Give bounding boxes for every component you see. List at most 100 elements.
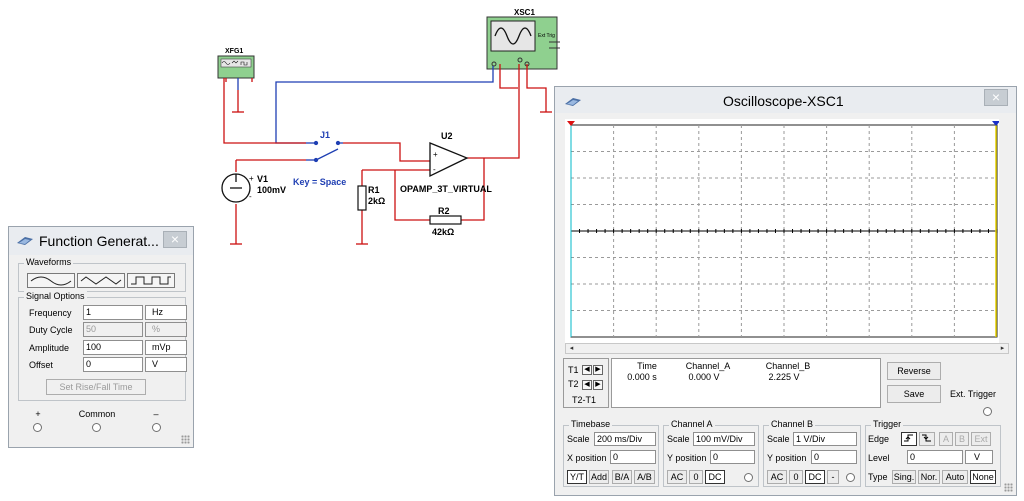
channel-a-dc-button[interactable]: DC xyxy=(705,470,725,484)
u2-opamp[interactable]: + - xyxy=(429,142,469,178)
amplitude-input[interactable]: 100 xyxy=(83,340,143,355)
trigger-single-button[interactable]: Sing. xyxy=(892,470,916,484)
channel-b-ypos-input[interactable]: 0 xyxy=(811,450,857,464)
channel-b-group: Channel B xyxy=(763,419,861,487)
x-position-input[interactable]: 0 xyxy=(610,450,656,464)
waveforms-legend: Waveforms xyxy=(24,257,74,267)
frequency-label: Frequency xyxy=(29,308,72,318)
reverse-button[interactable]: Reverse xyxy=(887,362,941,380)
common-terminal-radio[interactable] xyxy=(92,423,101,432)
trigger-edge-label: Edge xyxy=(868,434,890,444)
r2-resistor[interactable] xyxy=(429,215,462,225)
channel-b-ypos-label: Y position xyxy=(767,453,807,463)
channel-a-zero-button[interactable]: 0 xyxy=(689,470,703,484)
oscilloscope-display[interactable] xyxy=(565,119,1000,343)
set-rise-fall-time-button[interactable]: Set Rise/Fall Time xyxy=(46,379,146,395)
t1-left-arrow[interactable]: ◀ xyxy=(582,365,592,375)
xsc1-label: XSC1 xyxy=(514,8,535,17)
osc-title-bar[interactable]: Oscilloscope-XSC1 × xyxy=(555,87,1016,113)
x-position-label: X position xyxy=(567,453,607,463)
trigger-source-ext-button[interactable]: Ext xyxy=(971,432,991,446)
oscilloscope-window[interactable]: Oscilloscope-XSC1 × ◂ ▸ T1 ◀ ▶ T2 ◀ ▶ T2… xyxy=(554,86,1017,496)
channel-b-terminal[interactable] xyxy=(846,473,855,482)
channel-a-scale-label: Scale xyxy=(667,434,690,444)
offset-unit-select[interactable]: V xyxy=(145,357,187,372)
fg-title-bar[interactable]: Function Generat... × xyxy=(9,227,193,255)
display-horizontal-scrollbar[interactable]: ◂ ▸ xyxy=(565,343,1009,354)
save-button[interactable]: Save xyxy=(887,385,941,403)
offset-input[interactable]: 0 xyxy=(83,357,143,372)
osc-close-button[interactable]: × xyxy=(984,89,1008,106)
cursor-t2-marker[interactable] xyxy=(992,121,1000,126)
square-wave-button[interactable] xyxy=(127,273,175,288)
channel-b-minus-button[interactable]: - xyxy=(827,470,839,484)
ext-trigger-label: Ext. Trigger xyxy=(950,389,997,399)
trigger-level-input[interactable]: 0 xyxy=(907,450,963,464)
resize-grip[interactable] xyxy=(1004,483,1013,492)
t1-right-arrow[interactable]: ▶ xyxy=(593,365,603,375)
channel-a-ac-button[interactable]: AC xyxy=(667,470,687,484)
ba-mode-button[interactable]: B/A xyxy=(612,470,632,484)
v1-source[interactable]: + - xyxy=(221,173,254,203)
sine-wave-icon xyxy=(30,276,72,286)
trigger-auto-button[interactable]: Auto xyxy=(942,470,968,484)
ext-trigger-terminal[interactable] xyxy=(983,407,992,416)
yt-mode-button[interactable]: Y/T xyxy=(567,470,587,484)
xfg1-label: XFG1 xyxy=(225,48,243,55)
channel-b-dc-button[interactable]: DC xyxy=(805,470,825,484)
schematic-canvas[interactable]: XSC1 Ext Trig XFG1 xyxy=(0,0,560,270)
readout-time-value: 0.000 s xyxy=(627,372,657,382)
channel-b-ac-button[interactable]: AC xyxy=(767,470,787,484)
t2-t1-label: T2-T1 xyxy=(572,395,597,405)
t2-left-arrow[interactable]: ◀ xyxy=(582,380,592,390)
svg-text:-: - xyxy=(249,192,252,201)
fg-close-button[interactable]: × xyxy=(163,231,187,248)
channel-a-terminal[interactable] xyxy=(744,473,753,482)
rising-edge-button[interactable] xyxy=(901,432,917,446)
trigger-level-unit[interactable]: V xyxy=(965,450,993,464)
trigger-legend: Trigger xyxy=(871,419,904,429)
trigger-source-a-button[interactable]: A xyxy=(939,432,953,446)
trigger-normal-button[interactable]: Nor. xyxy=(918,470,940,484)
xfg1-instrument[interactable] xyxy=(217,55,255,79)
j1-switch[interactable] xyxy=(306,140,343,163)
ground-symbols xyxy=(230,111,552,245)
channel-b-zero-button[interactable]: 0 xyxy=(789,470,803,484)
resize-grip[interactable] xyxy=(181,435,190,444)
frequency-input[interactable]: 1 xyxy=(83,305,143,320)
frequency-unit-select[interactable]: Hz xyxy=(145,305,187,320)
function-generator-window[interactable]: Function Generat... × Waveforms Signal O… xyxy=(8,226,194,448)
add-mode-button[interactable]: Add xyxy=(589,470,609,484)
channel-b-legend: Channel B xyxy=(769,419,816,429)
timebase-scale-input[interactable]: 200 ms/Div xyxy=(594,432,656,446)
v1-value: 100mV xyxy=(257,185,286,195)
amplitude-unit-select[interactable]: mVp xyxy=(145,340,187,355)
center-axis-ticks xyxy=(570,229,998,233)
t2-right-arrow[interactable]: ▶ xyxy=(593,380,603,390)
scroll-left-arrow[interactable]: ◂ xyxy=(569,345,574,352)
ext-trig-label: Ext Trig xyxy=(538,33,555,39)
trigger-source-b-button[interactable]: B xyxy=(955,432,969,446)
trigger-none-button[interactable]: None xyxy=(970,470,996,484)
minus-terminal-label: – xyxy=(153,409,159,419)
t1-label: T1 xyxy=(568,365,579,375)
ab-mode-button[interactable]: A/B xyxy=(634,470,655,484)
sine-wave-button[interactable] xyxy=(27,273,75,288)
plus-terminal-radio[interactable] xyxy=(33,423,42,432)
channel-b-scale-input[interactable]: 1 V/Div xyxy=(793,432,857,446)
amplitude-label: Amplitude xyxy=(29,343,70,353)
trigger-type-label: Type xyxy=(868,472,888,482)
cursor-t1-marker[interactable] xyxy=(567,121,575,126)
channel-a-scale-input[interactable]: 100 mV/Div xyxy=(693,432,755,446)
falling-edge-button[interactable] xyxy=(919,432,935,446)
readout-header-channel-a: Channel_A xyxy=(685,361,731,371)
scroll-right-arrow[interactable]: ▸ xyxy=(1000,345,1005,352)
minus-terminal-radio[interactable] xyxy=(152,423,161,432)
triangle-wave-button[interactable] xyxy=(77,273,125,288)
multisim-app-icon xyxy=(17,237,33,245)
r2-label: R2 xyxy=(438,206,450,216)
xsc1-instrument[interactable]: Ext Trig xyxy=(486,16,560,70)
r1-label: R1 xyxy=(368,185,380,195)
r1-resistor[interactable] xyxy=(357,185,367,211)
channel-a-ypos-input[interactable]: 0 xyxy=(710,450,755,464)
